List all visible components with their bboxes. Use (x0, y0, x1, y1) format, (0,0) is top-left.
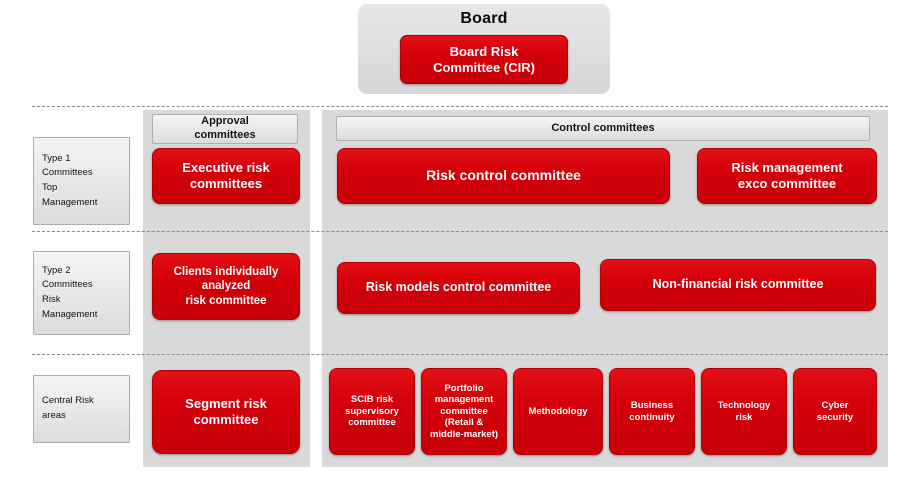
sidebar-item-type2-committees: Type 2 Committees Risk Management (33, 251, 130, 335)
box-clients-individually-analyzed-risk-committee[interactable]: Clients individually analyzed risk commi… (152, 253, 300, 320)
box-methodology[interactable]: Methodology (513, 368, 603, 455)
separator-type1-type2 (32, 231, 888, 232)
box-risk-models-control-committee[interactable]: Risk models control committee (337, 262, 580, 314)
board-title: Board (460, 10, 508, 27)
separator-top (32, 106, 888, 107)
box-portfolio-management-committee[interactable]: Portfolio management committee (Retail &… (421, 368, 507, 455)
board-risk-committee-box[interactable]: Board Risk Committee (CIR) (400, 35, 568, 84)
box-cyber-security[interactable]: Cyber security (793, 368, 877, 455)
box-scib-risk-supervisory-committee[interactable]: SCIB risk supervisory committee (329, 368, 415, 455)
sidebar-item-type1-committees: Type 1 Committees Top Management (33, 137, 130, 225)
sidebar-item-central-risk-areas: Central Risk areas (33, 375, 130, 443)
box-executive-risk-committees[interactable]: Executive risk committees (152, 148, 300, 204)
box-risk-control-committee[interactable]: Risk control committee (337, 148, 670, 204)
separator-type2-central (32, 354, 888, 355)
board-block: Board Board Risk Committee (CIR) (358, 4, 610, 94)
header-approval-committees: Approval committees (152, 114, 298, 144)
box-business-continuity[interactable]: Business continuity (609, 368, 695, 455)
box-segment-risk-committee[interactable]: Segment risk committee (152, 370, 300, 454)
box-risk-management-exco-committee[interactable]: Risk management exco committee (697, 148, 877, 204)
box-non-financial-risk-committee[interactable]: Non-financial risk committee (600, 259, 876, 311)
box-technology-risk[interactable]: Technology risk (701, 368, 787, 455)
header-control-committees: Control committees (336, 116, 870, 141)
